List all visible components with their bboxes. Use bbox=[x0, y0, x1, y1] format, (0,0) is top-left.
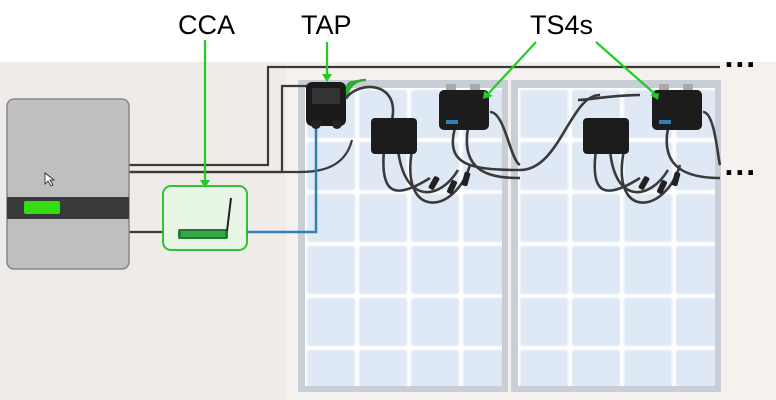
inverter-status-light bbox=[24, 201, 60, 214]
tap-device bbox=[306, 82, 346, 129]
tap-label: TAP bbox=[301, 12, 352, 39]
junction-box-1 bbox=[371, 118, 417, 154]
ts4-unit-1 bbox=[439, 84, 489, 130]
junction-box-2 bbox=[583, 118, 629, 154]
continuation-middle: ... bbox=[724, 154, 757, 180]
cca-label: CCA bbox=[178, 12, 235, 39]
ts4-unit-2 bbox=[652, 84, 702, 130]
inverter bbox=[7, 99, 129, 269]
continuation-top: ... bbox=[724, 46, 757, 72]
ts4s-label: TS4s bbox=[530, 12, 593, 39]
cca-device bbox=[163, 186, 247, 250]
